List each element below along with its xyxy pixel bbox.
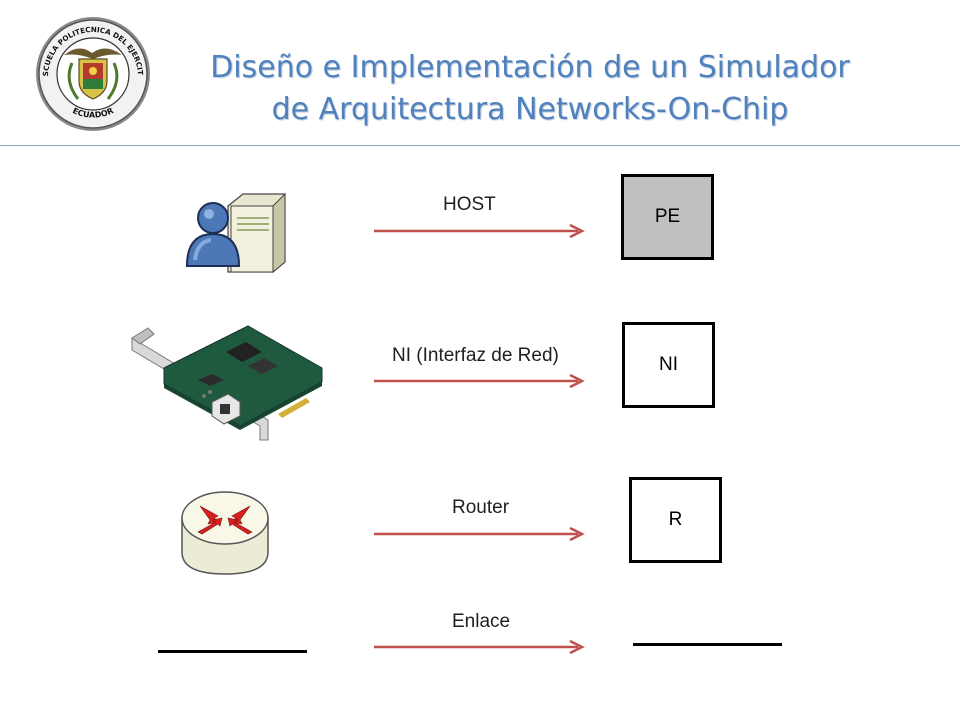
row-label-enlace: Enlace — [452, 611, 511, 632]
ni-symbol-text: NI — [659, 354, 678, 375]
arrow-host — [374, 223, 585, 239]
row-label-ni: NI (Interfaz de Red) — [392, 345, 559, 366]
row-label-router: Router — [452, 497, 510, 518]
router-symbol-text: R — [668, 509, 683, 530]
row-label-host: HOST — [443, 194, 496, 215]
host-computer-icon — [185, 192, 286, 274]
ni-symbol-box: NI — [622, 322, 715, 408]
page-title-line-1: Diseño e Implementación de un Simulador — [210, 50, 850, 85]
router-symbol-box: R — [629, 477, 722, 563]
pe-symbol-box: PE — [621, 174, 714, 260]
university-seal-logo: ESCUELA POLITECNICA DEL EJERCITO ECUADOR — [34, 15, 150, 131]
arrow-router — [374, 526, 585, 542]
page-title-line-2: de Arquitectura Networks-On-Chip — [271, 92, 789, 127]
pe-symbol-text: PE — [654, 206, 681, 227]
header: ESCUELA POLITECNICA DEL EJERCITO ECUADOR… — [0, 0, 960, 146]
arrow-ni — [374, 373, 585, 389]
logo-bottom-text: ECUADOR — [71, 106, 115, 120]
header-divider — [0, 145, 960, 146]
router-icon — [181, 491, 269, 575]
network-card-icon — [131, 325, 323, 441]
link-line-left — [158, 650, 307, 653]
svg-text:ECUADOR: ECUADOR — [71, 106, 115, 120]
arrow-enlace — [374, 639, 585, 655]
link-line-right — [633, 643, 782, 646]
